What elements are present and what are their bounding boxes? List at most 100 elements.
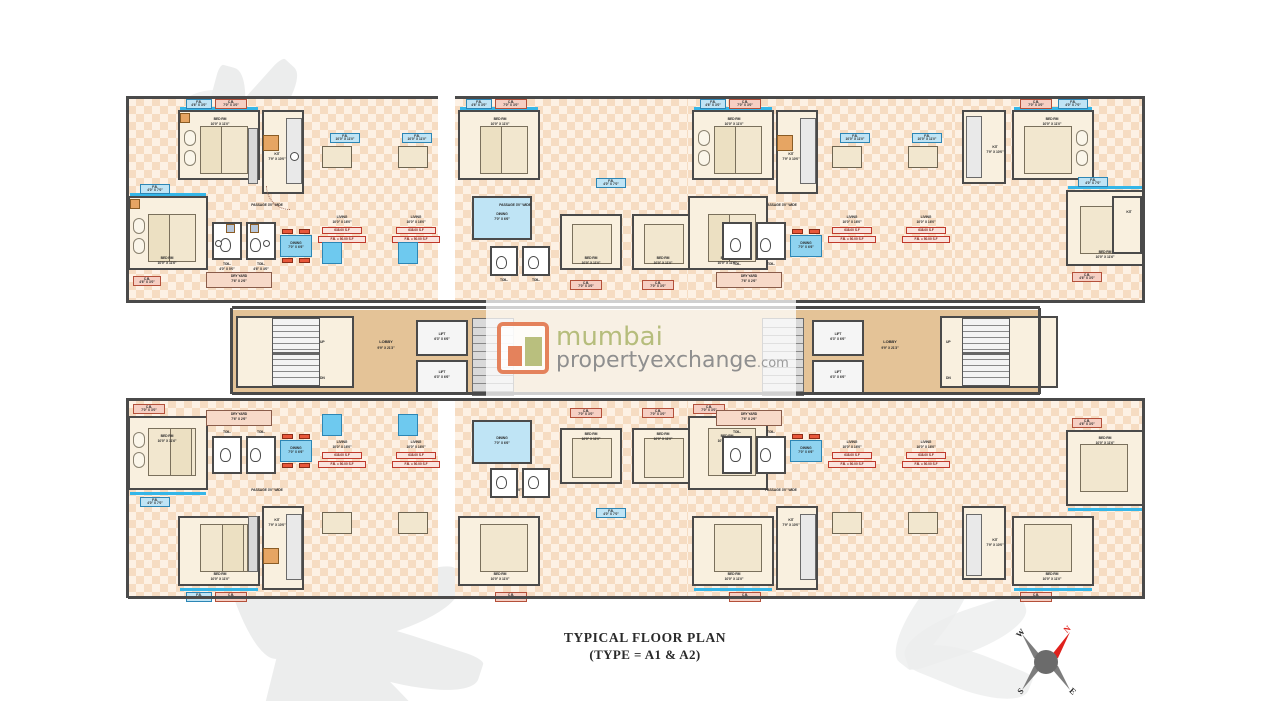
pillow — [1076, 150, 1088, 166]
sofa — [322, 146, 352, 168]
kitchen-platform — [286, 118, 302, 184]
bedroom-dim: 10'0" X 11'0" — [581, 261, 601, 265]
dining-chair — [792, 434, 803, 439]
bedroom-label: BED RM — [656, 432, 670, 436]
bedroom-label: BED RM — [1045, 117, 1059, 121]
bed-furniture — [1024, 524, 1072, 572]
toilet-label: TOIL. — [531, 278, 541, 282]
bed-furniture — [480, 524, 528, 572]
fb-tag-dim: 4'0" X 7'0" — [603, 182, 619, 187]
cb-tag: C.B. 7'0" X 3'0" — [1020, 99, 1052, 110]
wc-fixture — [730, 448, 741, 462]
pillow — [184, 130, 196, 146]
cb-tag: C.B. 7'0" X 3'0" — [133, 404, 165, 415]
cb-tag: C.B. 7'0" X 3'0" — [642, 280, 674, 291]
sofa — [908, 146, 938, 168]
compass-svg — [1022, 632, 1070, 690]
dining-dim: 7'0" X 6'6" — [798, 449, 814, 454]
passage-label: PASSAGE 3'0" WIDE — [251, 203, 283, 207]
window — [694, 588, 772, 591]
pillow — [184, 150, 196, 166]
core-left-lift-1-label: LIFT — [438, 332, 446, 336]
kitchen-platform — [966, 116, 982, 178]
kitchen-label: KIT — [788, 518, 794, 522]
wc-fixture — [760, 448, 771, 462]
fb-tag-dim: 4'6" X 3'0" — [705, 103, 721, 108]
bed-mattress — [480, 126, 502, 174]
toilet-dim: 4'6" X 4'0" — [253, 267, 269, 271]
living-dim: 10'0" X 16'0" — [406, 220, 426, 224]
cb-tag-label: C.B. — [705, 404, 713, 409]
outer-wall — [128, 96, 438, 99]
window — [1068, 186, 1142, 189]
dining-dim: 7'0" X 6'6" — [288, 244, 304, 249]
pillow — [1076, 130, 1088, 146]
pillow — [698, 130, 710, 146]
fb-tag-label: F.B. — [852, 133, 858, 138]
window — [1014, 107, 1092, 110]
living-label: LIVING — [920, 440, 932, 444]
fb-tag-dim: 4'6" X 3'0" — [471, 103, 487, 108]
fb-tag-label: F.B. — [608, 178, 614, 183]
wc-fixture — [250, 448, 261, 462]
living-dim: 10'0" X 16'0" — [406, 445, 426, 449]
fb-tag-label: F.B. — [924, 133, 930, 138]
outer-wall — [126, 96, 129, 303]
sofa — [832, 146, 862, 168]
core-left-dn-label: DN — [320, 376, 325, 380]
dining-dim: 7'0" X 6'6" — [288, 449, 304, 454]
fb-area-tag: F.B. = 50.00 S.F — [902, 461, 950, 468]
core-left-lift-1 — [416, 320, 468, 356]
core-left-lift-2-dim: 6'3" X 6'6" — [434, 375, 450, 379]
kitchen-dim: 7'9" X 10'0" — [986, 150, 1004, 154]
cb-tag: C.B. 7'0" X 3'0" — [642, 408, 674, 419]
living-label: LIVING — [846, 440, 858, 444]
bedroom-dim: 10'0" X 11'0" — [490, 122, 510, 126]
toilet-label: TOIL. — [732, 430, 742, 434]
bedroom-dim: 10'0" X 11'0" — [1042, 122, 1062, 126]
bedroom-label: BED RM — [727, 117, 741, 121]
plan-title-block: TYPICAL FLOOR PLAN (TYPE = A1 & A2) — [505, 630, 785, 663]
dining-dim: 7'0" X 6'6" — [494, 441, 510, 445]
bedroom-dim: 10'0" X 11'0" — [490, 577, 510, 581]
living-label: LIVING — [336, 440, 348, 444]
dry-yard-dim: 7'6" X 2'6" — [231, 279, 247, 283]
core-left-lift-2-label: LIFT — [438, 370, 446, 374]
cb-tag-dim: 7'0" X 3'0" — [1028, 103, 1044, 108]
carpet-area-tag: 638.00 S.F — [832, 227, 872, 234]
living-label: LIVING — [410, 440, 422, 444]
fb-tag-dim: 4'0" X 7'0" — [1065, 103, 1081, 108]
kitchen-label: KIT — [992, 145, 998, 149]
bedroom-label: BED RM — [1098, 250, 1112, 254]
fb-tag-dim: 10'0" X 11'0" — [335, 137, 355, 142]
fb-tag-label: F.B. — [1070, 99, 1076, 104]
toilet-window — [250, 224, 259, 233]
kitchen-dim: 7'9" X 10'0" — [782, 157, 800, 161]
kitchen-label: KIT — [788, 152, 794, 156]
living-dim: 10'0" X 16'0" — [332, 445, 352, 449]
bedroom-label: BED RM — [584, 432, 598, 436]
carpet-area-tag: 638.00 S.F — [396, 452, 436, 459]
fb-tag-label: F.B. — [196, 592, 202, 597]
fb-area-tag: F.B. = 50.00 S.F — [318, 461, 366, 468]
dining-chair — [299, 258, 310, 263]
cb-tag-label: C.B. — [582, 280, 590, 285]
dining-table: DINING 7'0" X 6'6" — [790, 235, 822, 257]
cb-tag-label: C.B. — [1083, 272, 1091, 277]
fb-tag-label: F.B. — [1090, 177, 1096, 182]
cb-tag-label: C.B. — [507, 99, 515, 104]
dining-table: DINING 7'0" X 6'6" — [790, 440, 822, 462]
cb-tag-dim: 7'0" X 3'0" — [141, 408, 157, 413]
carpet-area-tag: 638.00 S.F — [832, 452, 872, 459]
kitchen-platform — [966, 514, 982, 576]
toilet-label: TOIL. — [766, 430, 776, 434]
bedroom-label: BED RM — [493, 572, 507, 576]
fb-tag-label: F.B. — [608, 508, 614, 513]
cb-tag-dim: 4'6" X 3'0" — [1079, 422, 1095, 427]
fb-tag-dim: 4'0" X 7'0" — [147, 501, 163, 506]
cb-tag-label: C.B. — [741, 592, 749, 597]
plan-title: TYPICAL FLOOR PLAN — [563, 630, 727, 645]
fb-area-tag: F.B. = 50.00 S.F — [318, 236, 366, 243]
watermark-haze — [486, 300, 796, 396]
